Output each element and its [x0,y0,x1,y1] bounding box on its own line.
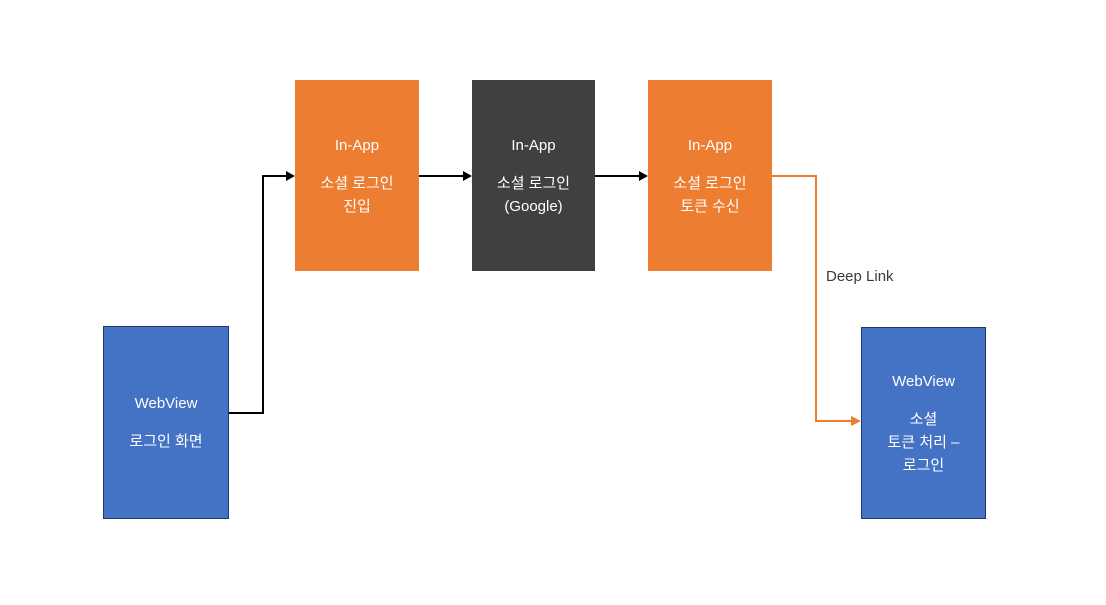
arrowhead-right-icon [851,416,861,426]
node-line: 소셜 [909,410,938,428]
node-title: WebView [134,395,198,412]
connector-deeplink-segment [815,420,851,422]
connector-login-to-entry-segment [262,175,264,414]
node-line: 소셜 로그인 [320,174,394,192]
node-inapp-social-login-google: In-App 소셜 로그인 (Google) [472,80,595,271]
node-line: (Google) [504,197,563,215]
connector-google-to-token-segment [595,175,640,177]
node-title: In-App [334,136,380,154]
deep-link-label: Deep Link [826,268,894,285]
connector-deeplink-segment [772,175,817,177]
node-line: 로그인 화면 [129,433,203,450]
connector-entry-to-google-segment [419,175,464,177]
node-inapp-social-login-entry: In-App 소셜 로그인 진입 [295,80,419,271]
connector-deeplink-segment [815,175,817,422]
node-webview-login-screen: WebView 로그인 화면 [103,326,229,519]
node-title: In-App [511,136,556,154]
node-line: 로그인 [902,456,945,474]
arrowhead-right-icon [463,171,472,181]
connector-login-to-entry-segment [262,175,286,177]
node-webview-token-process-login: WebView 소셜 토큰 처리 – 로그인 [861,327,986,519]
arrowhead-right-icon [286,171,295,181]
node-line: 소셜 로그인 [673,174,747,192]
node-inapp-token-receive: In-App 소셜 로그인 토큰 수신 [648,80,772,271]
node-title: WebView [892,372,955,390]
arrowhead-right-icon [639,171,648,181]
node-line: 소셜 로그인 [496,174,571,192]
node-line: 토큰 수신 [680,197,740,215]
node-line: 토큰 처리 – [887,433,960,451]
node-line: 진입 [343,197,371,215]
connector-login-to-entry-segment [229,412,264,414]
node-title: In-App [687,136,733,154]
